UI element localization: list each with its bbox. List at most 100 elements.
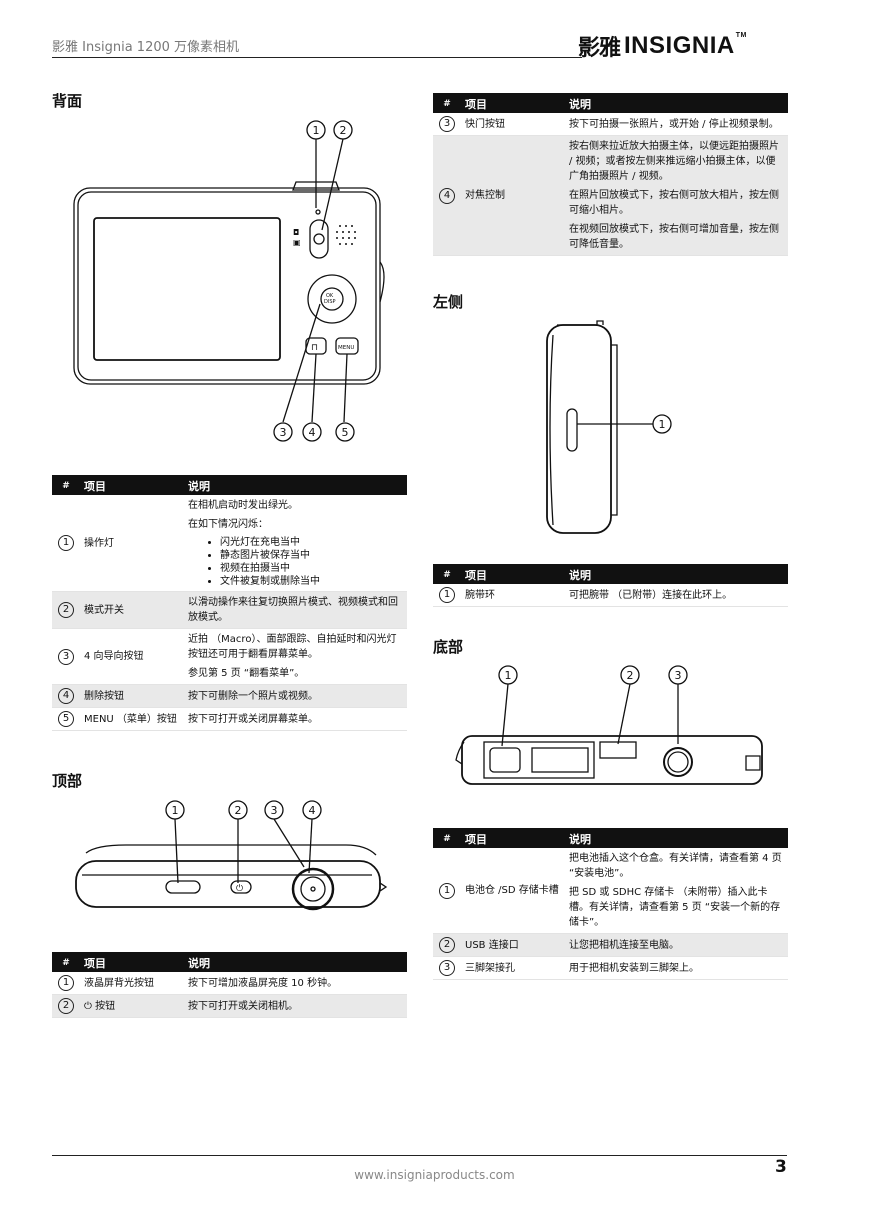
description-line: 参见第 5 页 “翻看菜单”。 xyxy=(188,668,305,679)
description-line: 可把腕带 （已附带）连接在此环上。 xyxy=(569,589,733,601)
row-item: ⏻ 按钮 xyxy=(80,994,184,1018)
description-line: 在照片回放模式下，按右侧可放大相片，按左侧可缩小相片。 xyxy=(569,190,779,216)
row-item: 操作灯 xyxy=(80,495,184,592)
row-item: 液晶屏背光按钮 xyxy=(80,972,184,995)
row-number-circle: 2 xyxy=(58,998,74,1014)
row-number-circle: 4 xyxy=(58,688,74,704)
table-row: 2⏻ 按钮按下可打开或关闭相机。 xyxy=(52,994,407,1018)
section-heading-bottom: 底部 xyxy=(433,638,464,656)
row-item-label: 电池仓 /SD 存储卡槽 xyxy=(465,885,559,896)
callout-4: 4 xyxy=(309,426,316,439)
row-number: 3 xyxy=(433,956,461,980)
row-description: 按下可打开或关闭相机。 xyxy=(184,994,407,1018)
row-item: 腕带环 xyxy=(461,584,565,607)
row-item-label: 模式开关 xyxy=(84,604,124,616)
top-callout-4: 4 xyxy=(309,804,316,817)
row-number: 4 xyxy=(433,135,461,256)
callout-1: 1 xyxy=(313,124,320,137)
col-num: # xyxy=(433,93,461,113)
row-item: 快门按钮 xyxy=(461,113,565,136)
row-description: 按下可增加液晶屏亮度 10 秒钟。 xyxy=(184,972,407,995)
row-number: 5 xyxy=(52,707,80,731)
top-callout-2: 2 xyxy=(235,804,242,817)
table-row: 2 模式开关 以滑动操作来往复切换照片模式、视频模式和回放模式。 xyxy=(52,591,407,629)
logo-word: INSIGNIA xyxy=(624,32,735,59)
col-desc: 说明 xyxy=(565,564,788,584)
description-line: 近拍 （Macro）、面部跟踪、自拍延时和闪光灯按钮还可用于翻看屏幕菜单。 xyxy=(188,634,397,660)
bullet-item: 文件被复制或删除当中 xyxy=(220,575,403,588)
row-number: 1 xyxy=(433,848,461,934)
row-item-label: 删除按钮 xyxy=(84,690,124,702)
row-description: 让您把相机连接至电脑。 xyxy=(565,933,788,957)
callout-3: 3 xyxy=(280,426,287,439)
description-line: 按下可增加液晶屏亮度 10 秒钟。 xyxy=(188,977,338,989)
row-item-label: 液晶屏背光按钮 xyxy=(84,977,154,989)
row-number: 1 xyxy=(52,972,80,995)
svg-text:◘: ◘ xyxy=(293,228,299,237)
row-number: 2 xyxy=(433,933,461,957)
menu-label: MENU xyxy=(338,345,354,351)
col-item: 项目 xyxy=(461,564,565,584)
col-num: # xyxy=(52,475,80,495)
col-num: # xyxy=(433,564,461,584)
row-description: 以滑动操作来往复切换照片模式、视频模式和回放模式。 xyxy=(184,591,407,629)
table-row: 4 对焦控制按右侧来拉近放大拍摄主体，以便远距拍摄照片 / 视频；或者按左侧来推远… xyxy=(433,135,788,256)
row-item: 三脚架接孔 xyxy=(461,956,565,980)
footer-rule xyxy=(52,1155,787,1156)
row-number-circle: 3 xyxy=(439,960,455,976)
row-number: 2 xyxy=(52,994,80,1018)
callout-2: 2 xyxy=(340,124,347,137)
running-header-title: 影雅 Insignia 1200 万像素相机 xyxy=(52,40,240,55)
row-description: 在相机启动时发出绿光。在如下情况闪烁：闪光灯在充电当中静态图片被保存当中视频在拍… xyxy=(184,495,407,592)
col-item: 项目 xyxy=(461,93,565,113)
table-row: 1 电池仓 /SD 存储卡槽把电池插入这个仓盒。有关详情，请查看第 4 页 “安装… xyxy=(433,848,788,934)
bottom-callout-3: 3 xyxy=(675,669,682,682)
row-description: 把电池插入这个仓盒。有关详情，请查看第 4 页 “安装电池”。把 SD 或 SD… xyxy=(565,848,788,934)
top-callout-1: 1 xyxy=(172,804,179,817)
table-row: 2 USB 连接口 让您把相机连接至电脑。 xyxy=(433,933,788,957)
row-number-circle: 1 xyxy=(439,882,455,899)
row-number-circle: 2 xyxy=(58,602,74,618)
row-item: 电池仓 /SD 存储卡槽 xyxy=(461,848,565,934)
row-number-circle: 1 xyxy=(439,587,455,603)
logo-chinese: 影雅 xyxy=(578,36,621,61)
logo-english: INSIGNIATM xyxy=(624,32,747,60)
description-line: 让您把相机连接至电脑。 xyxy=(569,939,679,951)
row-item: 对焦控制 xyxy=(461,135,565,256)
row-number-circle: 5 xyxy=(58,711,74,727)
row-item-label: 按钮 xyxy=(91,1000,116,1012)
row-description: 按右侧来拉近放大拍摄主体，以便远距拍摄照片 / 视频；或者按左侧来推远缩小拍摄主… xyxy=(565,135,788,256)
row-item-label: USB 连接口 xyxy=(465,939,519,951)
row-number: 2 xyxy=(52,591,80,629)
table-row: 3 快门按钮 按下可拍摄一张照片，或开始 / 停止视频录制。 xyxy=(433,113,788,136)
svg-text:▣: ▣ xyxy=(293,238,301,247)
row-number-circle: 4 xyxy=(439,187,455,204)
table-row: 1 液晶屏背光按钮 按下可增加液晶屏亮度 10 秒钟。 xyxy=(52,972,407,995)
row-item-label: 快门按钮 xyxy=(465,118,505,130)
description-line: 把 SD 或 SDHC 存储卡 （未附带）插入此卡槽。有关详情，请查看第 5 页… xyxy=(569,887,781,928)
description-line: 按下可拍摄一张照片，或开始 / 停止视频录制。 xyxy=(569,118,779,130)
row-number: 1 xyxy=(52,495,80,592)
power-icon: ⏻ xyxy=(84,1000,92,1012)
row-number: 3 xyxy=(52,628,80,685)
row-description: 近拍 （Macro）、面部跟踪、自拍延时和闪光灯按钮还可用于翻看屏幕菜单。参见第… xyxy=(184,628,407,685)
table-row: 1 腕带环 可把腕带 （已附带）连接在此环上。 xyxy=(433,584,788,607)
col-desc: 说明 xyxy=(184,952,407,972)
bullet-item: 视频在拍摄当中 xyxy=(220,562,403,575)
section-heading-top: 顶部 xyxy=(52,772,83,790)
description-line: 在相机启动时发出绿光。 xyxy=(188,500,298,511)
row-number-circle: 3 xyxy=(439,116,455,132)
row-number: 3 xyxy=(433,113,461,136)
description-line: 把电池插入这个仓盒。有关详情，请查看第 4 页 “安装电池”。 xyxy=(569,853,782,879)
row-item: 删除按钮 xyxy=(80,684,184,708)
camera-left-illustration: 1 xyxy=(546,320,672,534)
description-line: 在如下情况闪烁： xyxy=(188,519,268,530)
section-heading-left: 左侧 xyxy=(433,293,464,311)
bullet-item: 闪光灯在充电当中 xyxy=(220,536,403,549)
logo-trademark: TM xyxy=(735,32,747,39)
row-item-label: 腕带环 xyxy=(465,589,495,601)
